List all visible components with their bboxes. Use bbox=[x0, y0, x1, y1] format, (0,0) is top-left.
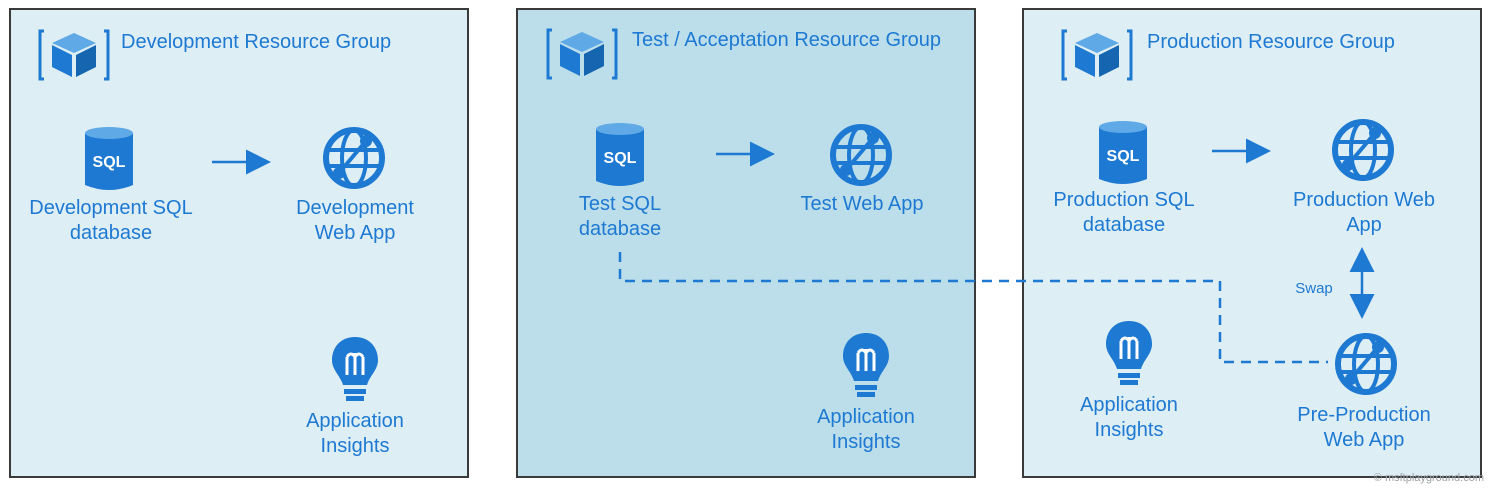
pre-production-web-app-icon bbox=[1334, 332, 1398, 396]
application-insights-icon bbox=[330, 335, 380, 403]
group-title: Production Resource Group bbox=[1147, 31, 1395, 53]
sql-database-icon bbox=[1099, 121, 1147, 184]
group-title: Test / Acceptation Resource Group bbox=[632, 29, 942, 51]
development-resource-group: Development Resource Group Development S… bbox=[9, 8, 469, 478]
web-app-icon bbox=[1331, 118, 1395, 182]
web-app-icon bbox=[322, 126, 386, 190]
test-acceptation-resource-group: Test / Acceptation Resource Group Test S… bbox=[516, 8, 976, 478]
web-app-icon bbox=[829, 123, 893, 187]
resource-group-icon bbox=[546, 28, 618, 80]
sql-database-icon bbox=[85, 127, 133, 190]
group-title: Development Resource Group bbox=[121, 31, 392, 53]
resource-group-icon bbox=[38, 29, 110, 81]
web-app-label: Test Web App bbox=[800, 193, 924, 215]
sql-database-icon bbox=[596, 123, 644, 186]
application-insights-icon bbox=[1104, 319, 1154, 387]
swap-label: Swap bbox=[1295, 280, 1333, 297]
production-resource-group: Production Resource Group Production SQL… bbox=[1022, 8, 1482, 478]
resource-group-icon bbox=[1061, 29, 1133, 81]
watermark: © msftplayground.com bbox=[1373, 472, 1484, 484]
application-insights-icon bbox=[841, 331, 891, 399]
